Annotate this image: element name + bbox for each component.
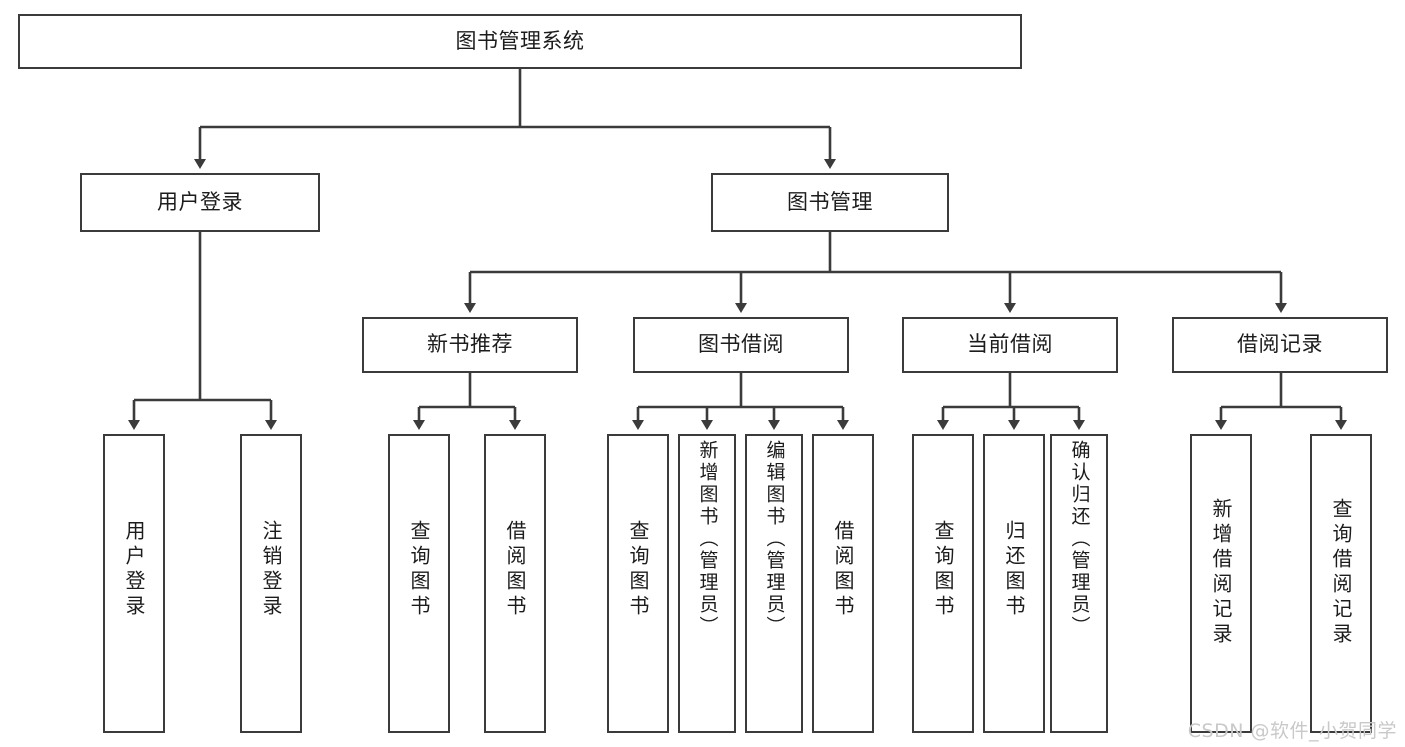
node-leaf-1-label: 用户登录 [122, 520, 146, 620]
node-leaf-8-label: 借阅图书 [831, 520, 855, 620]
node-leaf-2[interactable]: 注销登录 [240, 434, 302, 733]
node-leaf-2-label: 注销登录 [259, 520, 283, 620]
node-leaf-4-label: 借阅图书 [503, 520, 527, 620]
node-leaf-10-label: 归还图书 [1002, 520, 1026, 620]
node-level2-2[interactable]: 图书管理 [711, 173, 949, 232]
node-level3-3[interactable]: 当前借阅 [902, 317, 1118, 373]
node-leaf-3[interactable]: 查询图书 [388, 434, 450, 733]
node-leaf-7[interactable]: 编辑图书（管理员） [745, 434, 803, 733]
watermark-text: CSDN @软件_小贺同学 [1187, 720, 1397, 742]
node-level3-4[interactable]: 借阅记录 [1172, 317, 1388, 373]
node-level3-2[interactable]: 图书借阅 [633, 317, 849, 373]
node-level2-2-label: 图书管理 [787, 189, 873, 214]
node-leaf-12-label: 新增借阅记录 [1209, 498, 1233, 648]
node-leaf-7-label: 编辑图书（管理员） [763, 440, 786, 638]
node-leaf-6[interactable]: 新增图书（管理员） [678, 434, 736, 733]
node-leaf-6-label: 新增图书（管理员） [696, 440, 719, 638]
node-leaf-11-label: 确认归还（管理员） [1068, 440, 1091, 638]
node-leaf-5-label: 查询图书 [626, 520, 650, 620]
node-leaf-8[interactable]: 借阅图书 [812, 434, 874, 733]
node-leaf-1[interactable]: 用户登录 [103, 434, 165, 733]
node-leaf-4[interactable]: 借阅图书 [484, 434, 546, 733]
node-leaf-9[interactable]: 查询图书 [912, 434, 974, 733]
node-level3-1-label: 新书推荐 [427, 332, 513, 357]
node-level3-3-label: 当前借阅 [967, 332, 1053, 357]
node-root-label: 图书管理系统 [455, 28, 585, 53]
node-level3-2-label: 图书借阅 [698, 332, 784, 357]
node-leaf-9-label: 查询图书 [931, 520, 955, 620]
node-leaf-13-label: 查询借阅记录 [1329, 498, 1353, 648]
node-leaf-5[interactable]: 查询图书 [607, 434, 669, 733]
node-leaf-3-label: 查询图书 [407, 520, 431, 620]
node-leaf-12[interactable]: 新增借阅记录 [1190, 434, 1252, 733]
node-level3-1[interactable]: 新书推荐 [362, 317, 578, 373]
node-leaf-10[interactable]: 归还图书 [983, 434, 1045, 733]
node-leaf-11[interactable]: 确认归还（管理员） [1050, 434, 1108, 733]
node-root[interactable]: 图书管理系统 [18, 14, 1022, 69]
node-level2-1-label: 用户登录 [157, 189, 243, 214]
node-level3-4-label: 借阅记录 [1237, 332, 1323, 357]
node-leaf-13[interactable]: 查询借阅记录 [1310, 434, 1372, 733]
node-level2-1[interactable]: 用户登录 [80, 173, 320, 232]
